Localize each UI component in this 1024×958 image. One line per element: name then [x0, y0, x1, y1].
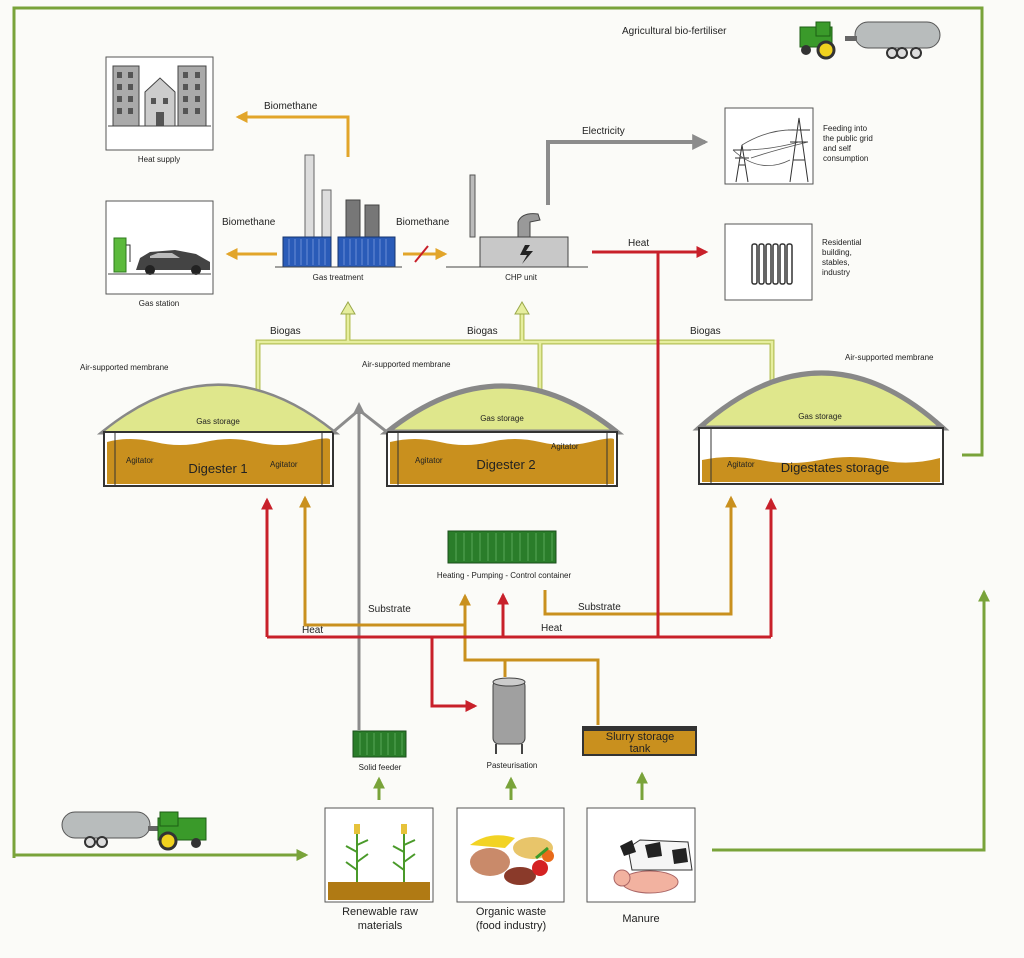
digester-2-label: Digester 2: [476, 457, 535, 472]
biogas-arrowhead: [340, 301, 356, 315]
renewable-box: [324, 807, 434, 903]
slurry-label-2: tank: [630, 743, 651, 755]
solid-feeder: [352, 730, 407, 758]
residential-label-2: building,: [822, 248, 852, 257]
chp-unit-label: CHP unit: [505, 273, 538, 282]
heat-supply-label: Heat supply: [138, 155, 180, 164]
digester-1: [96, 383, 341, 487]
organic-label-1: Organic waste: [476, 906, 546, 918]
gas-treatment-unit: [275, 154, 402, 268]
biomethane-arrow: [235, 111, 350, 157]
heat-supply-box: [105, 56, 214, 151]
digestates-storage-label: Digestates storage: [781, 460, 889, 475]
residential-label-4: industry: [822, 268, 850, 277]
agitator-label-2a: Agitator: [415, 456, 443, 465]
organic-waste-box: [456, 807, 565, 903]
blocked-mark: [414, 245, 429, 263]
agitator-label-3: Agitator: [727, 460, 755, 469]
substrate-left-label: Substrate: [368, 604, 411, 615]
pasteurisation-tank: [492, 677, 526, 754]
biomethane-left-label: Biomethane: [222, 217, 276, 228]
gas-storage-label-1: Gas storage: [196, 417, 240, 426]
agitator-label-1a: Agitator: [126, 456, 154, 465]
residential-label-1: Residential: [822, 238, 862, 247]
gas-storage-label-3: Gas storage: [798, 412, 842, 421]
digestates-storage: [692, 370, 950, 485]
electricity-label: Electricity: [582, 126, 625, 137]
pasteurisation-label: Pasteurisation: [487, 761, 538, 770]
agitator-label-1b: Agitator: [270, 460, 298, 469]
gas-treatment-label: Gas treatment: [313, 273, 364, 282]
heat-top-label: Heat: [628, 238, 649, 249]
renewable-label-1: Renewable raw: [342, 906, 418, 918]
feeder-arrowhead: [353, 402, 365, 414]
membrane-label-3: Air-supported membrane: [845, 353, 934, 362]
digester-1-label: Digester 1: [188, 461, 247, 476]
feeding-label-4: consumption: [823, 154, 868, 163]
manure-box: [586, 807, 696, 903]
organic-label-2: (food industry): [476, 920, 546, 932]
biogas-arrowhead: [514, 301, 530, 315]
feeder-pipe: [332, 408, 388, 730]
heat-left-label: Heat: [302, 625, 323, 636]
residential-label-3: stables,: [822, 258, 850, 267]
tractor-tanker-icon: [61, 811, 207, 851]
heat-lines: [261, 252, 777, 712]
radiator-box: [724, 223, 813, 301]
container-label: Heating - Pumping - Control container: [437, 571, 572, 580]
manure-label: Manure: [622, 913, 659, 925]
heat-right-label: Heat: [541, 623, 562, 634]
gas-station-box: [105, 200, 214, 295]
slurry-label-1: Slurry storage: [606, 731, 674, 743]
biogas-label-1: Biogas: [270, 326, 301, 337]
solid-feeder-label: Solid feeder: [359, 763, 402, 772]
feeding-label-2: the public grid: [823, 134, 873, 143]
fertiliser-loop: [12, 6, 990, 861]
electricity-arrow: [546, 134, 709, 205]
feeding-label-3: and self: [823, 144, 852, 153]
feeding-label-1: Feeding into: [823, 124, 868, 133]
input-arrows: [373, 771, 648, 800]
agitator-label-2b: Agitator: [551, 442, 579, 451]
gas-storage-label-2: Gas storage: [480, 414, 524, 423]
biomethane-right-label: Biomethane: [396, 217, 450, 228]
membrane-label-2: Air-supported membrane: [362, 360, 451, 369]
control-container: [447, 530, 557, 564]
power-grid-box: [724, 107, 814, 185]
biomethane-top-label: Biomethane: [264, 101, 318, 112]
ag-fertiliser-label: Agricultural bio-fertiliser: [622, 26, 727, 37]
gas-station-label: Gas station: [139, 299, 179, 308]
substrate-right-label: Substrate: [578, 602, 621, 613]
tractor-tanker-icon: [799, 21, 941, 60]
biogas-label-3: Biogas: [690, 326, 721, 337]
membrane-label-1: Air-supported membrane: [80, 363, 169, 372]
biogas-label-2: Biogas: [467, 326, 498, 337]
substrate-lines: [299, 495, 737, 725]
slurry-tank: [582, 726, 697, 756]
chp-unit: [446, 174, 588, 268]
renewable-label-2: materials: [358, 920, 403, 932]
digester-2: [379, 383, 625, 487]
